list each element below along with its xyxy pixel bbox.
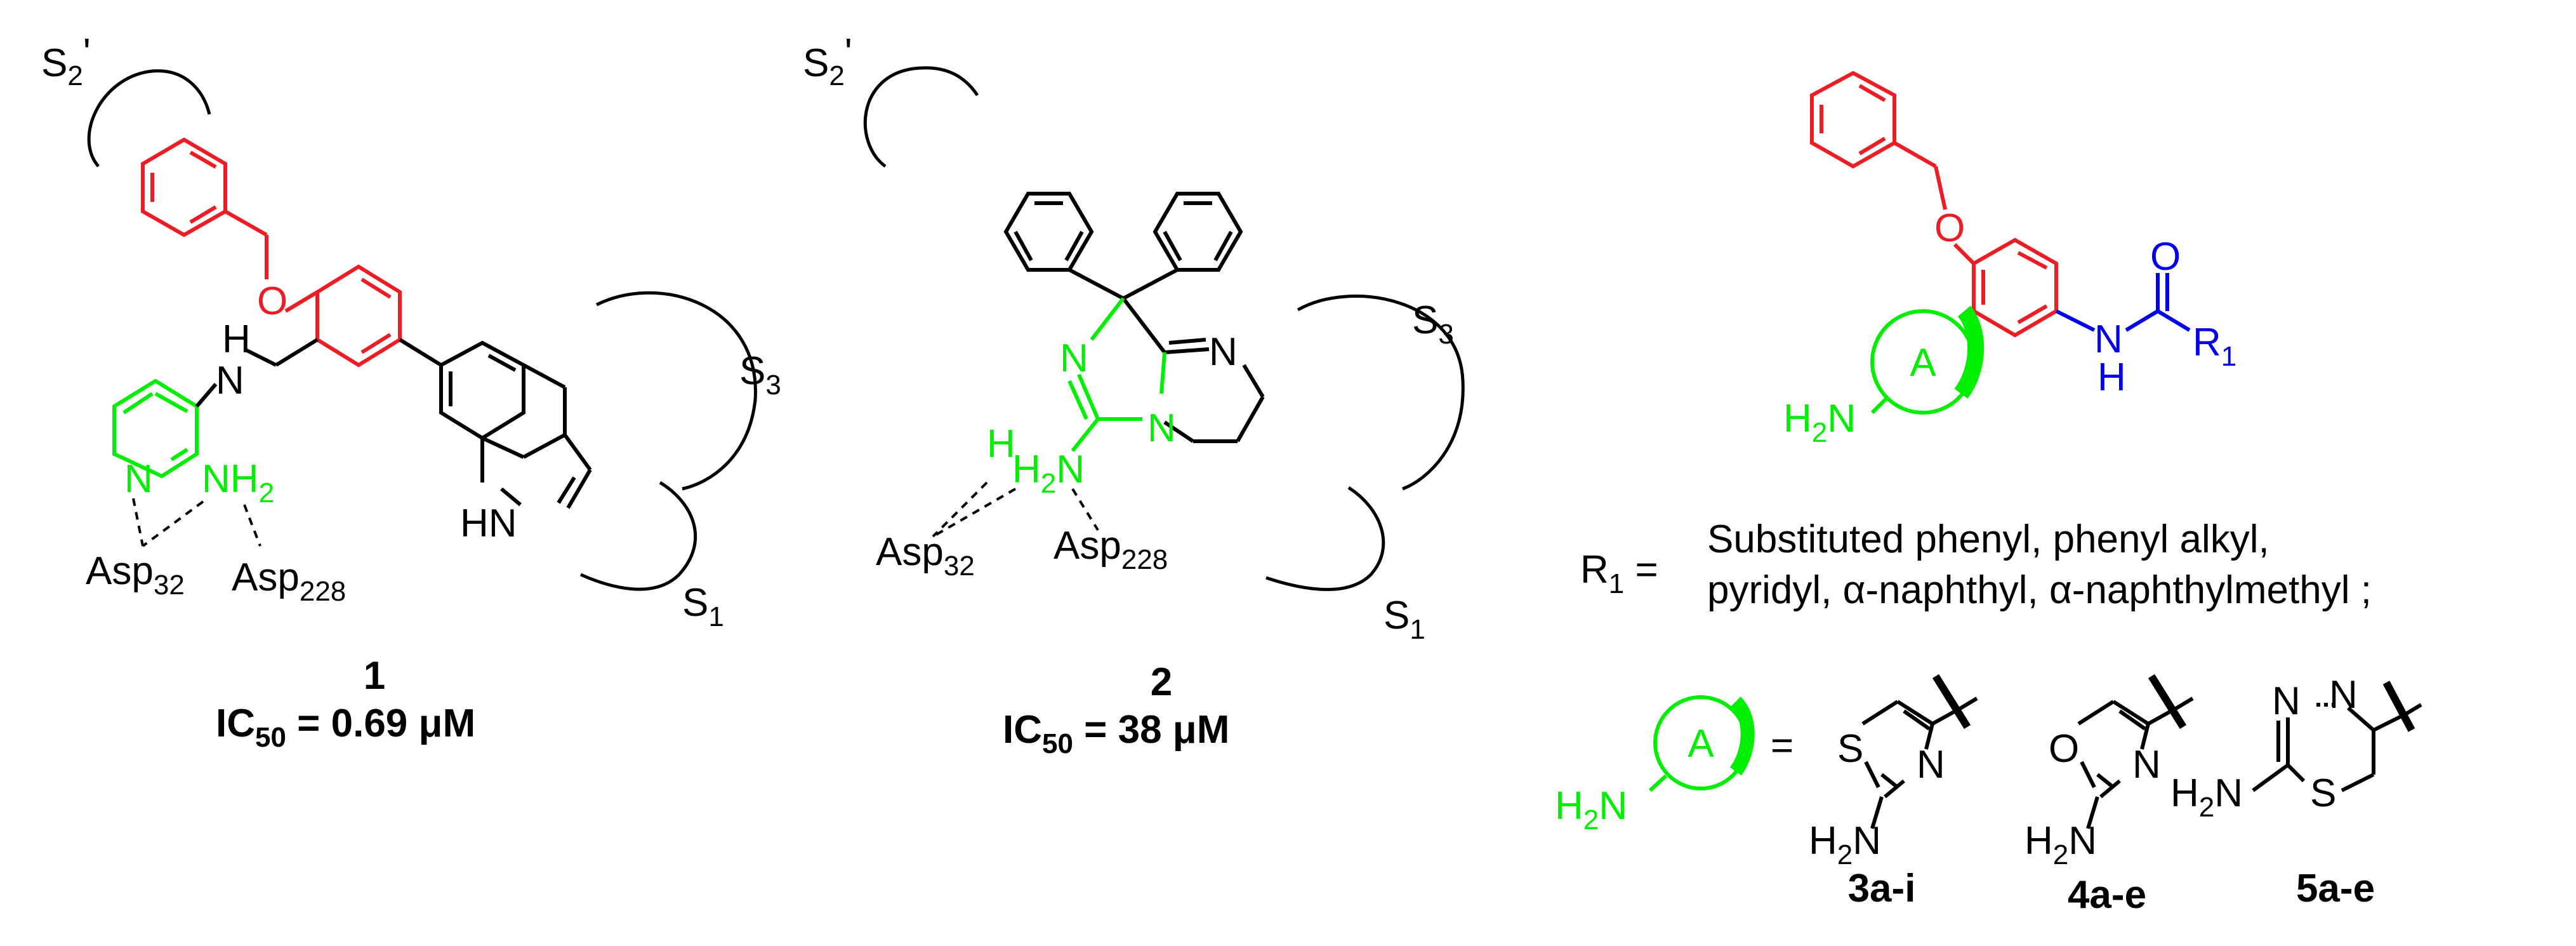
s2prime-label-2: S2': [803, 31, 852, 91]
s5-amine: H2N: [2170, 771, 2243, 823]
c1-ic50: IC50 = 0.69 μM: [216, 702, 475, 753]
s1-label-2: S1: [1384, 594, 1425, 645]
c2-hbonds: [932, 481, 1099, 538]
c2-amine-h: H: [987, 422, 1015, 466]
def-amine-bond: [1648, 774, 1668, 792]
s1-arc-2: [1265, 486, 1385, 591]
r1-line-2: pyridyl, α-naphthyl, α-naphthylmethyl ;: [1707, 568, 2372, 612]
c1-bond: [195, 383, 218, 408]
c1-asp32: Asp32: [86, 549, 185, 601]
c1-hbonds: [132, 498, 261, 547]
r1-line-1: Substituted phenyl, phenyl alkyl,: [1707, 517, 2269, 561]
series-3-structure: S N H2N 3a-i: [1809, 674, 1978, 910]
gen-amine: H2N: [1783, 397, 1856, 448]
compound-2-structure: N N N H H2N Asp32 Asp228: [876, 192, 1265, 582]
c1-oxygen: O: [257, 279, 287, 323]
gen-ring-a-wedge: [1954, 305, 1985, 399]
series-3-id: 3a-i: [1848, 867, 1916, 910]
s4-amine: H2N: [2024, 819, 2097, 870]
def-ring-a-label: A: [1688, 722, 1714, 766]
s3-label-2: S3: [1412, 298, 1454, 350]
gen-amide-n: N: [2094, 317, 2123, 361]
c2-ring-n2: N: [1147, 406, 1176, 450]
s2prime-arc-2: [863, 66, 979, 168]
s3-arc-2: [1297, 294, 1465, 491]
c2-asp228: Asp228: [1054, 524, 1168, 575]
gen-ring-a-label: A: [1910, 341, 1936, 385]
gen-amide-h: H: [2097, 356, 2126, 399]
c1-linker-n: N: [216, 359, 244, 403]
c1-number: 1: [364, 654, 385, 698]
c1-linker-h: H: [222, 317, 251, 361]
c2-asp32: Asp32: [876, 530, 975, 582]
gen-benzyl: [1810, 70, 2058, 338]
c2-number: 2: [1151, 660, 1172, 704]
c2-aminoimidazole: [1067, 297, 1166, 452]
c1-pyridine-n: N: [124, 457, 153, 501]
ring-a-definition: A H2N =: [1555, 695, 1793, 836]
s5-nitrogen-2: N: [2329, 673, 2358, 717]
s5-nitrogen-1: N: [2272, 679, 2301, 723]
c2-phenyls: [1003, 192, 1265, 443]
compound-1-structure: O H N HN: [86, 137, 592, 607]
s3-sulfur: S: [1837, 727, 1863, 771]
s3-amine: H2N: [1809, 819, 1881, 870]
s1-arc-1: [579, 481, 697, 591]
s4-nitrogen: N: [2132, 743, 2161, 787]
s4-oxygen: O: [2049, 727, 2079, 771]
series-5-id: 5a-e: [2296, 867, 2375, 910]
s3-arc-1: [595, 291, 757, 491]
def-amine: H2N: [1555, 784, 1627, 836]
series-4-id: 4a-e: [2068, 873, 2146, 917]
c1-indole-nh: HN: [460, 502, 517, 545]
gen-amine-bond: [1870, 395, 1890, 415]
s2prime-arc-1: [87, 69, 211, 168]
pocket-labels: S2' S3 S1 S2' S3 S1: [41, 31, 1454, 645]
s3-nitrogen: N: [1917, 743, 1945, 787]
gen-carbonyl-o: O: [2150, 235, 2181, 279]
general-structure: O O N H R1 A H2N: [1783, 70, 2236, 448]
s2prime-label-1: S2': [41, 31, 91, 91]
gen-amide: [2055, 273, 2191, 332]
c1-amine: NH2: [202, 457, 274, 509]
series-4-structure: O N H2N 4a-e: [2024, 674, 2194, 917]
r1-lhs: R1 =: [1580, 548, 1658, 599]
c1-benzyl-ring: [141, 137, 402, 368]
pocket-arcs: [87, 66, 1465, 591]
s3-label-1: S3: [739, 349, 781, 401]
series-5-structure: N N S H2N 5a-e: [2170, 673, 2422, 910]
c2-amine: H2N: [1012, 448, 1085, 499]
c1-asp228: Asp228: [232, 556, 346, 607]
gen-oxygen: O: [1934, 206, 1965, 250]
def-ring-a-wedge: [1729, 696, 1755, 776]
c2-ring-n: N: [1209, 330, 1238, 374]
c2-imine-n: N: [1060, 336, 1088, 380]
c1-linker: [243, 338, 592, 509]
s5-sulfur: S: [2310, 771, 2336, 815]
c2-ic50: IC50 = 38 μM: [1003, 708, 1229, 759]
def-equals: =: [1771, 724, 1793, 768]
s1-label-1: S1: [682, 581, 724, 632]
gen-r1: R1: [2193, 321, 2236, 372]
